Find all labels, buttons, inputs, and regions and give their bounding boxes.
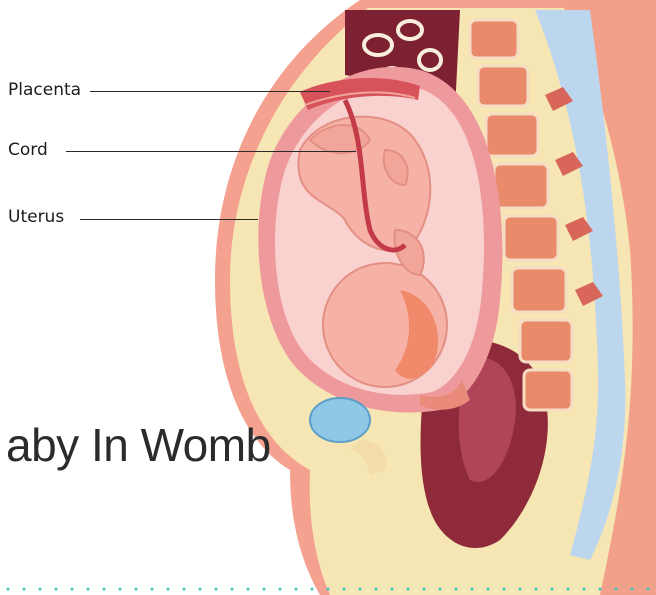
leader-cord [66,151,356,152]
leader-uterus [80,219,258,220]
dotted-divider [0,586,656,592]
diagram-title: aby In Womb [6,418,271,472]
label-uterus: Uterus [8,209,64,226]
leader-placenta [90,91,330,92]
label-placenta: Placenta [8,82,81,99]
bladder [310,398,370,442]
label-cord: Cord [8,142,48,159]
